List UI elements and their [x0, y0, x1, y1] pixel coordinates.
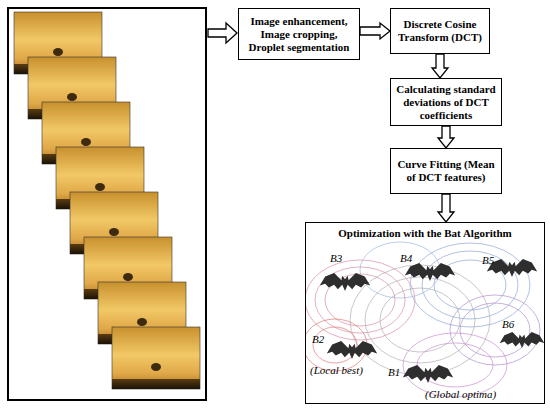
echolocation-rings: [306, 242, 540, 397]
droplet: [151, 363, 161, 371]
bat-icon: [487, 259, 537, 277]
echo-ring: [306, 260, 415, 340]
echo-ring: [460, 303, 530, 357]
bat-label: B6: [502, 318, 514, 330]
node-text: Curve Fitting (Mean of DCT features): [391, 158, 501, 184]
bat-icon: [403, 365, 453, 383]
flow-arrow: [438, 126, 454, 148]
bat-label: B2: [312, 333, 324, 345]
droplet: [123, 273, 133, 281]
bat-note: (Local best): [310, 364, 363, 376]
droplet-frame: [112, 327, 200, 389]
bat-label: B5: [482, 254, 494, 266]
bat-note: (Global optima): [425, 388, 496, 400]
node-text: Calculating standard deviations of DCT c…: [391, 83, 501, 122]
droplet: [53, 48, 63, 56]
bat-icon: [500, 332, 545, 348]
droplet: [109, 228, 119, 236]
node-text: Image enhancement, Image cropping, Dropl…: [239, 15, 359, 54]
echo-ring: [410, 243, 530, 327]
droplet: [95, 183, 105, 191]
group-box: Optimization with the Bat Algorithm: [305, 222, 545, 404]
echo-ring: [315, 267, 405, 333]
flow-arrow: [360, 23, 390, 39]
bat-icon: [320, 273, 370, 291]
droplet: [67, 93, 77, 101]
bat-label: B3: [330, 252, 342, 264]
process-box: Discrete Cosine Transform (DCT): [390, 8, 490, 54]
frame-base: [112, 379, 200, 389]
process-box: Curve Fitting (Mean of DCT features): [390, 148, 502, 194]
image-stack-frame: [8, 8, 206, 400]
node-text: Discrete Cosine Transform (DCT): [391, 18, 489, 44]
droplet: [81, 138, 91, 146]
process-box: Image enhancement, Image cropping, Dropl…: [238, 8, 360, 60]
bat-label: B4: [400, 252, 412, 264]
echo-ring: [450, 295, 540, 365]
droplet: [137, 318, 147, 326]
process-box: Calculating standard deviations of DCT c…: [390, 78, 502, 126]
flow-arrow: [432, 54, 448, 78]
echo-ring: [422, 251, 518, 319]
node-text: Optimization with the Bat Algorithm: [334, 227, 516, 240]
bat-label: B1: [388, 366, 400, 378]
echo-ring: [403, 333, 507, 397]
bat-icon: [405, 263, 455, 281]
flow-arrow: [208, 23, 237, 43]
frame-background: [112, 327, 200, 389]
flow-arrow: [438, 194, 454, 222]
bat-icon: [327, 341, 377, 359]
